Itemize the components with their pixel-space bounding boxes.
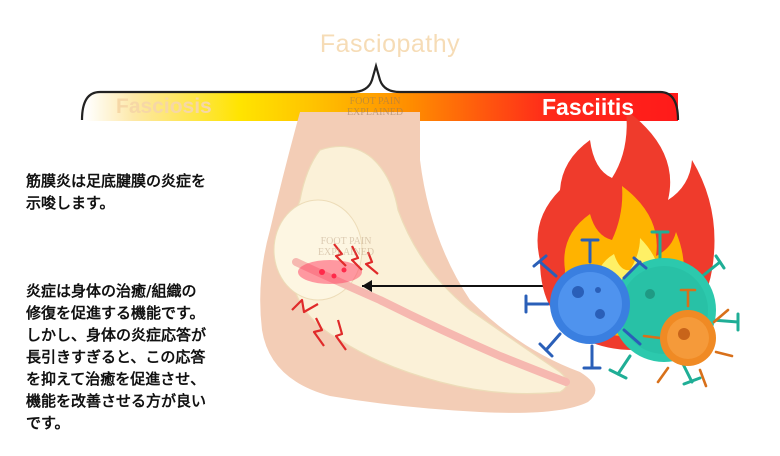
curly-brace — [80, 61, 680, 121]
watermark-middle: FOOT PAIN EXPLAINED — [306, 236, 386, 258]
watermark-top: FOOT PAIN EXPLAINED — [330, 96, 420, 118]
watermark-line2: EXPLAINED — [346, 107, 404, 118]
description-paragraph-1: 筋膜炎は足底腱膜の炎症を 示唆します。 — [26, 172, 207, 212]
description-text: 筋膜炎は足底腱膜の炎症を 示唆します。 炎症は身体の治癒/組織の 修復を促進する… — [26, 148, 266, 456]
pain-lightning-icon — [291, 243, 379, 351]
fasciosis-label: Fasciosis — [116, 95, 212, 118]
inflamed-area — [298, 260, 362, 284]
fasciopathy-diagram: Fasciopathy — [26, 30, 740, 432]
watermark-middle-line2: EXPLAINED — [317, 247, 375, 258]
blue-virus-icon — [524, 238, 648, 370]
watermark-middle-line1: FOOT PAIN — [320, 236, 372, 247]
diagram-title: Fasciopathy — [319, 30, 461, 58]
fasciitis-label: Fasciitis — [542, 94, 635, 120]
diagram-graphics — [80, 61, 740, 413]
description-paragraph-2: 炎症は身体の治癒/組織の 修復を促進する機能です。 しかし、身体の炎症応答が 長… — [26, 282, 207, 432]
watermark-line1: FOOT PAIN — [349, 96, 401, 107]
orange-virus-icon — [642, 288, 734, 388]
